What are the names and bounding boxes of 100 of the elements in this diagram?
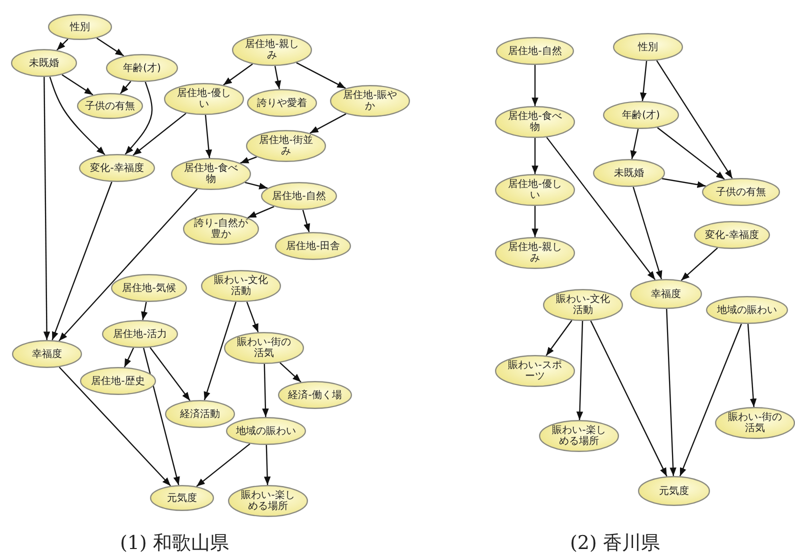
arrow <box>96 38 124 56</box>
node-label: 変化-幸福度 <box>704 230 760 240</box>
node-label: 誇りや愛着 <box>256 98 308 108</box>
arrow <box>632 186 662 280</box>
ellipse-node <box>613 33 683 61</box>
node-label: 経済活動 <box>179 408 221 420</box>
node-label: 元気度 <box>658 486 690 496</box>
arrow <box>132 112 186 156</box>
node-label: 地域の賑わい <box>235 426 297 436</box>
arrow <box>264 444 271 486</box>
ellipse-node <box>275 232 351 260</box>
ellipse-node <box>102 320 178 348</box>
arrow <box>124 82 153 155</box>
ellipse-node <box>171 158 251 190</box>
arrow <box>248 206 274 218</box>
node-label: 居住地-食べ物 <box>183 163 239 185</box>
arrow <box>62 74 94 96</box>
node-label: 未既婚 <box>28 58 60 68</box>
ellipse-node <box>79 154 155 182</box>
panel-caption: (1) 和歌山県 <box>120 531 229 556</box>
ellipse-node <box>539 420 619 452</box>
node-label: 子供の有無 <box>715 186 767 198</box>
ellipse-node <box>165 400 235 428</box>
node-label: 子供の有無 <box>84 100 136 112</box>
arrow <box>662 178 706 188</box>
ellipse-node <box>715 407 795 439</box>
node-label: 性別 <box>68 22 91 32</box>
ellipse-node <box>630 279 702 309</box>
node-label: 地域の賑わい <box>716 304 778 316</box>
node-label: 居住地-親しみ <box>244 39 300 61</box>
node-label: 誇り-自然が豊か <box>193 218 249 240</box>
ellipse-node <box>106 54 178 82</box>
ellipse-node <box>228 485 308 517</box>
node-label: 変化-幸福度 <box>89 162 145 174</box>
ellipse-node <box>150 485 214 511</box>
ellipse-node <box>593 159 665 187</box>
arrow <box>43 77 50 340</box>
arrow <box>141 302 148 320</box>
arrow <box>680 248 718 281</box>
node-label: 居住地-自然 <box>271 190 327 202</box>
node-label: 賑わい-スポーツ <box>507 360 563 382</box>
arrow <box>280 362 302 382</box>
arrow <box>546 320 572 356</box>
arrow <box>590 320 668 477</box>
arrow <box>124 348 134 368</box>
node-label: 年齢(才) <box>122 62 162 74</box>
arrow <box>656 60 733 179</box>
node-label: 居住地-気候 <box>121 282 177 294</box>
arrow <box>679 324 742 476</box>
node-label: 居住地-歴史 <box>90 376 146 386</box>
arrow <box>310 113 346 134</box>
arrow <box>240 156 257 164</box>
ellipse-node <box>164 83 244 115</box>
node-label: 幸福度 <box>650 288 682 300</box>
node-label: 居住地-賑やか <box>342 90 398 112</box>
node-label: 居住地-食べ物 <box>507 111 563 133</box>
arrow <box>657 127 725 180</box>
arrow <box>630 128 639 160</box>
node-label: 賑わい-街の活気 <box>727 412 783 434</box>
arrow <box>666 308 676 476</box>
node-label: 居住地-自然 <box>507 46 563 56</box>
arrow <box>150 347 190 401</box>
ellipse-node <box>278 381 352 409</box>
arrow <box>196 443 250 487</box>
arrow <box>532 138 538 174</box>
arrow <box>747 324 757 408</box>
arrow <box>296 62 346 89</box>
ellipse-node <box>226 417 306 445</box>
arrow <box>532 206 538 237</box>
arrow <box>640 60 648 102</box>
arrow <box>204 302 236 400</box>
ellipse-node <box>495 106 575 138</box>
ellipse-node <box>232 34 312 66</box>
arrow <box>246 302 259 332</box>
arrow <box>532 65 538 106</box>
arrow <box>274 66 282 90</box>
arrow <box>204 114 212 158</box>
arrow <box>120 80 132 94</box>
node-label: 居住地-活力 <box>112 328 168 340</box>
node-label: 居住地-優しい <box>507 179 563 201</box>
ellipse-node <box>495 174 575 206</box>
ellipse-node <box>111 274 187 302</box>
node-label: 賑わい-文化活動 <box>213 275 269 297</box>
node-label: 居住地-親しみ <box>507 242 563 264</box>
node-label: 経済-働く場 <box>287 390 343 400</box>
ellipse-node <box>246 130 326 162</box>
ellipse-node <box>201 270 281 302</box>
ellipse-node <box>247 89 317 117</box>
arrow <box>302 210 310 232</box>
ellipse-node <box>330 85 410 117</box>
ellipse-node <box>80 367 156 395</box>
node-label: 未既婚 <box>613 168 645 178</box>
node-label: 元気度 <box>166 492 198 504</box>
node-label: 賑わい-楽しめる場所 <box>551 425 607 447</box>
ellipse-node <box>706 296 788 324</box>
ellipse-node <box>11 49 77 77</box>
arrow <box>142 348 180 486</box>
ellipse-node <box>224 332 304 364</box>
node-label: 賑わい-楽しめる場所 <box>240 490 296 512</box>
ellipse-node <box>48 14 112 40</box>
